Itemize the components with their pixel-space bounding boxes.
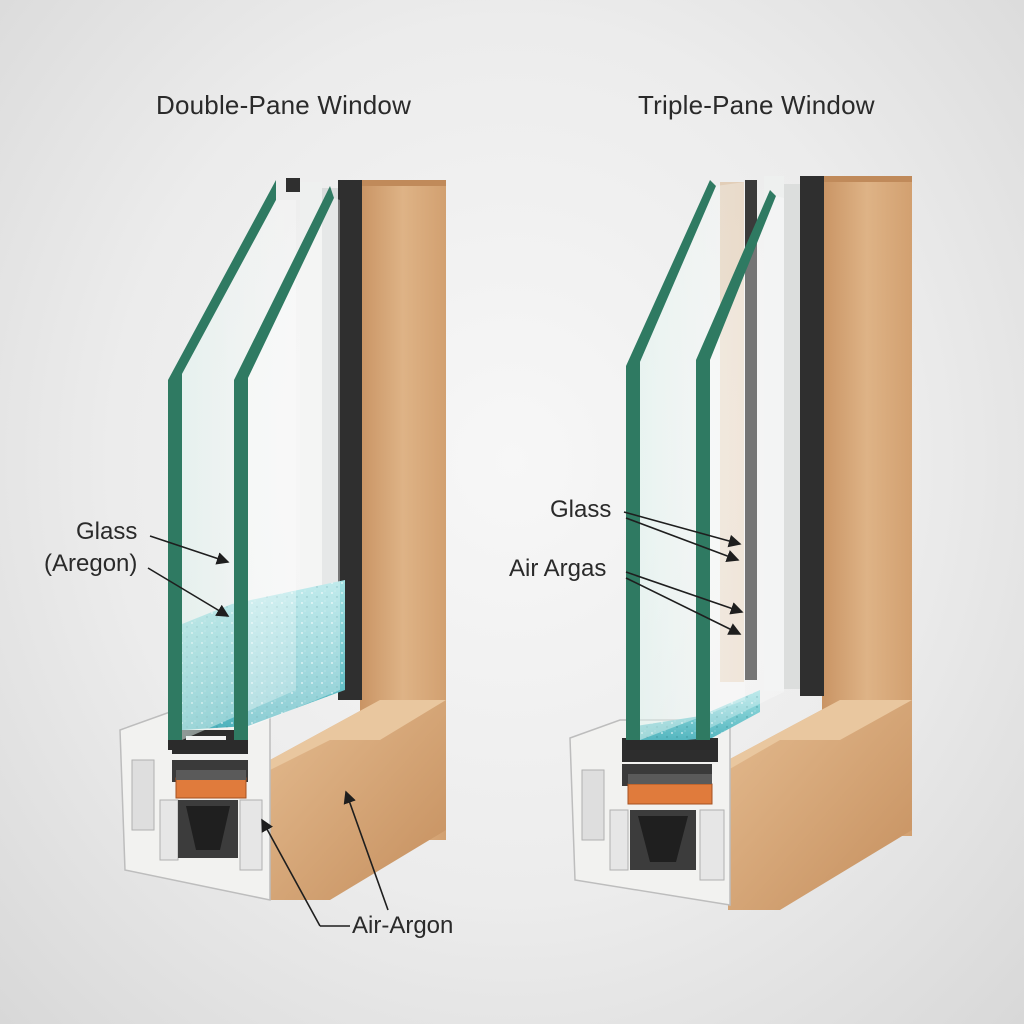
- glass-pane-outer-left: [168, 180, 276, 740]
- callout-arrows: [147, 511, 744, 927]
- arrow-air-argon-3: [343, 790, 389, 911]
- arrow-right-glass-1: [623, 511, 742, 548]
- left-argon-label: (Aregon): [44, 550, 138, 577]
- arrow-right-air-2: [625, 577, 742, 635]
- double-pane-title: Double-Pane Window: [156, 90, 412, 120]
- wood-sill-right: [728, 700, 912, 910]
- double-pane-window: [119, 178, 446, 901]
- arrow-right-air-1: [625, 571, 744, 615]
- glass-pane-middle-right: [696, 190, 776, 740]
- arrow-left-argon: [147, 567, 230, 617]
- air-argon-label: Air-Argon: [352, 912, 454, 939]
- arrow-air-argon-2: [261, 818, 321, 927]
- right-air-argas-label: Air Argas: [509, 555, 607, 582]
- right-glass-label: Glass: [550, 496, 612, 523]
- left-glass-label: Glass: [76, 518, 138, 545]
- glass-pane-inner-left: [234, 186, 334, 740]
- arrow-left-glass: [149, 535, 230, 565]
- arrow-right-glass-2: [625, 517, 740, 563]
- glass-pane-outer-right: [626, 180, 716, 740]
- wood-sill-left: [270, 700, 446, 900]
- triple-pane-title: Triple-Pane Window: [638, 90, 875, 120]
- triple-pane-window: [569, 176, 912, 910]
